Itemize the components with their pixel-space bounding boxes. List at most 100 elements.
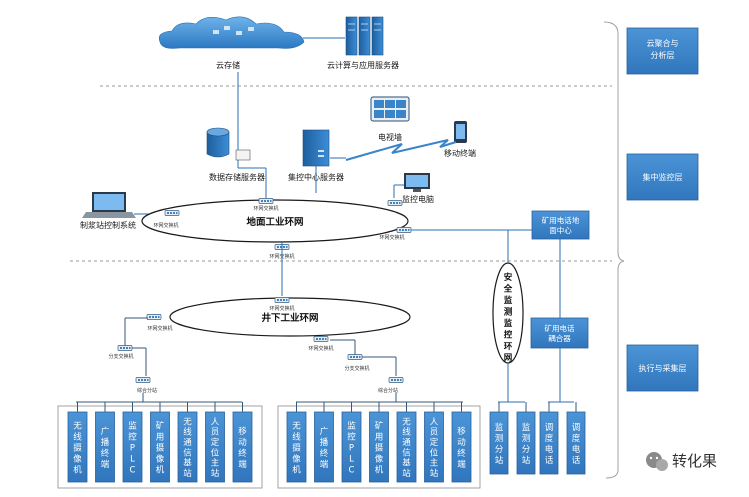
svg-text:L: L: [349, 454, 354, 464]
svg-text:员: 员: [211, 428, 220, 438]
svg-text:监: 监: [504, 295, 513, 306]
svg-text:监: 监: [504, 318, 513, 329]
device-box: 移动终端: [232, 402, 253, 483]
svg-text:监: 监: [347, 420, 356, 431]
svg-text:主: 主: [211, 458, 220, 469]
video-wall-label: 电视墙: [378, 132, 402, 142]
branch-switch-label: 分支交换机: [344, 365, 369, 372]
svg-text:C: C: [130, 465, 136, 475]
layer-box-exec: 执行与采集层: [626, 344, 699, 392]
svg-text:度: 度: [572, 433, 581, 444]
svg-text:机: 机: [292, 464, 301, 475]
svg-text:控: 控: [347, 431, 356, 442]
svg-text:无: 无: [402, 417, 411, 427]
switch-label: 环网交换机: [269, 305, 294, 312]
layer-box-central: 集中监控层: [626, 153, 699, 201]
svg-text:矿: 矿: [156, 420, 165, 431]
server-icon: [345, 16, 384, 56]
svg-text:摄: 摄: [375, 442, 384, 453]
switch-icon: [274, 297, 290, 303]
phone-coupler-box: [530, 317, 589, 349]
svg-text:度: 度: [545, 433, 554, 444]
svg-text:线: 线: [292, 431, 301, 442]
svg-text:机: 机: [156, 464, 165, 475]
svg-text:无: 无: [73, 421, 82, 431]
tower-server-icon: [302, 129, 330, 167]
svg-text:监: 监: [522, 422, 531, 433]
svg-text:端: 端: [457, 459, 466, 470]
branch-switch-label: 分支交换机: [108, 353, 133, 360]
wechat-icon: [646, 452, 668, 471]
svg-text:像: 像: [156, 453, 165, 464]
layer-label-central: 集中监控层: [643, 172, 683, 182]
cloud-icon: [158, 16, 305, 49]
ground-ring-label: 地面工业环网: [246, 216, 303, 228]
layer-box-cloud: 云聚合与分析层: [626, 27, 699, 75]
svg-text:网: 网: [504, 354, 513, 364]
phone-center-label: 矿用电话地面中心: [542, 215, 580, 235]
svg-text:摄: 摄: [156, 442, 165, 453]
svg-text:全: 全: [503, 284, 513, 295]
svg-text:监: 监: [128, 420, 137, 431]
under-ring: [169, 297, 411, 337]
svg-text:终: 终: [320, 448, 329, 459]
svg-text:线: 线: [402, 427, 411, 438]
svg-text:信: 信: [183, 447, 192, 458]
monitor-pc-label: 监控电脑: [402, 194, 434, 204]
cloud-server-label: 云计算与应用服务器: [327, 60, 399, 70]
switch-icon: [396, 227, 412, 233]
combo-splitter-label: 综合分站: [378, 387, 398, 394]
brand-label: 转化果: [672, 452, 717, 470]
device-box-label: 移动终端: [457, 426, 466, 470]
device-box-label: 移动终端: [238, 426, 247, 470]
svg-text:员: 员: [430, 428, 439, 438]
phone-coupler-label: 矿用电话耦合器: [545, 323, 575, 343]
switch-icon: [135, 377, 151, 383]
svg-text:动: 动: [457, 437, 466, 448]
svg-text:站: 站: [183, 468, 192, 479]
svg-text:动: 动: [238, 437, 247, 448]
svg-text:线: 线: [183, 427, 192, 438]
svg-text:分: 分: [522, 445, 531, 455]
svg-text:测: 测: [522, 434, 531, 444]
svg-text:信: 信: [402, 447, 411, 458]
svg-text:控: 控: [504, 330, 513, 341]
layer-label-cloud: 云聚合与分析层: [647, 38, 679, 60]
switch-icon: [347, 354, 363, 360]
svg-text:P: P: [349, 443, 354, 453]
svg-text:调: 调: [545, 423, 554, 433]
svg-text:P: P: [130, 443, 135, 453]
svg-text:站: 站: [495, 455, 504, 466]
svg-text:控: 控: [128, 431, 137, 442]
switch-icon: [117, 345, 133, 351]
switch-icon: [258, 198, 274, 204]
combo-splitter-label: 综合分站: [137, 387, 157, 394]
switch-icon: [387, 200, 403, 206]
svg-text:用: 用: [156, 432, 165, 442]
ground-ring: [141, 199, 409, 243]
svg-text:电: 电: [545, 444, 554, 455]
switch-label: 环网交换机: [147, 325, 172, 332]
svg-text:人: 人: [430, 417, 439, 427]
svg-text:矿: 矿: [375, 420, 384, 431]
svg-text:通: 通: [183, 437, 192, 448]
svg-text:移: 移: [457, 426, 466, 437]
svg-text:定: 定: [430, 437, 439, 448]
switch-icon: [146, 314, 162, 320]
svg-text:话: 话: [545, 455, 554, 466]
switch-label: 环网交换机: [379, 234, 404, 241]
